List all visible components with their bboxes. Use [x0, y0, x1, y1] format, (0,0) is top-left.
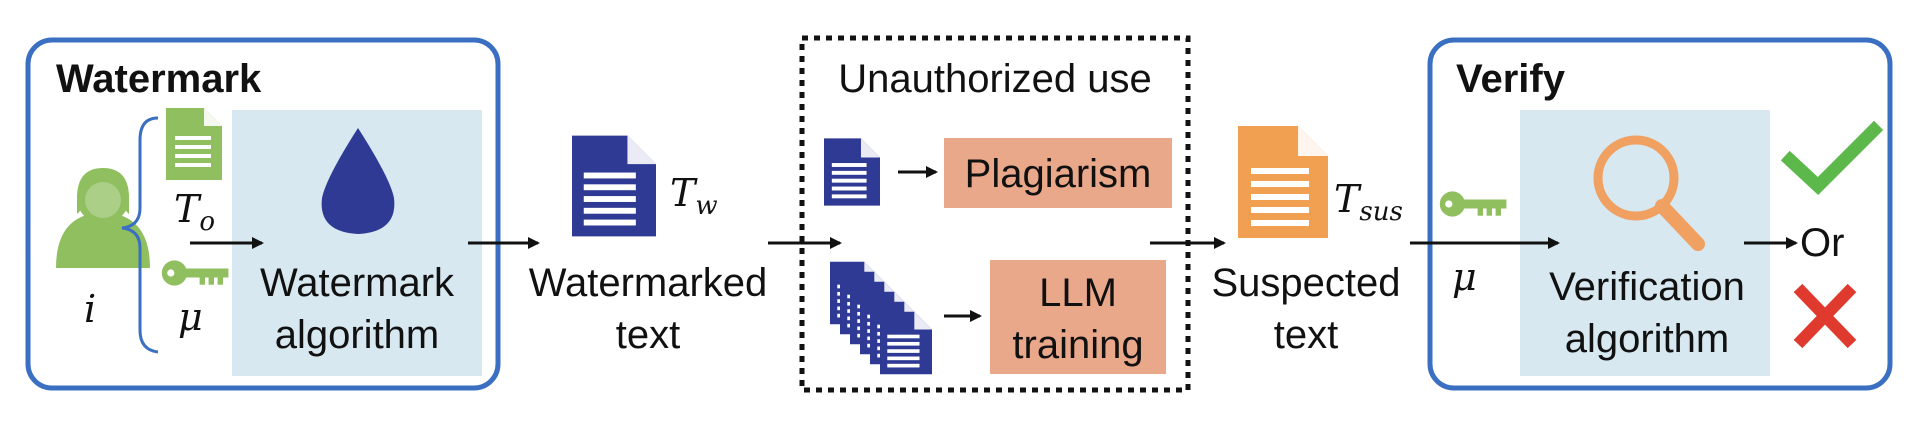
suspected-text-label-line1: Suspected: [1211, 261, 1400, 305]
watermark-algorithm-label-line2: algorithm: [275, 313, 440, 357]
watermark-panel: Watermark i To μ Watermark a: [25, 37, 501, 391]
watermark-panel-border: [25, 37, 501, 391]
user-variable: i: [84, 287, 96, 331]
magnifier-icon: [1593, 135, 1705, 251]
verify-panel-border: [1427, 37, 1893, 391]
verify-key-icon: [1439, 191, 1507, 217]
verification-algorithm-label-line1: Verification: [1549, 265, 1745, 309]
verify-key-variable: μ: [1452, 255, 1477, 299]
suspected-text-label-line2: text: [1274, 313, 1338, 357]
plagiarism-label: Plagiarism: [965, 152, 1152, 196]
watermark-algorithm-label-line1: Watermark: [260, 261, 455, 305]
result-or-label: Or: [1800, 221, 1844, 265]
key-icon: [161, 260, 229, 286]
llm-training-label-box: [990, 260, 1166, 374]
watermarked-text-label-line2: text: [616, 313, 680, 357]
user-icon: [56, 168, 150, 268]
verify-panel: Verify μ Verification algorithm Or: [1410, 37, 1893, 391]
plagiarism-label-box: [944, 138, 1172, 208]
cross-icon: [1793, 283, 1857, 349]
watermarked-document-icon: [572, 135, 656, 237]
document-stack-icon: [830, 261, 932, 375]
key-variable: μ: [178, 295, 203, 339]
water-drop-icon: [321, 128, 395, 234]
llm-training-label-line2: training: [1012, 323, 1143, 367]
suspected-document-icon: [1238, 126, 1328, 238]
watermarked-text-node: Tw Watermarked text: [529, 135, 768, 357]
check-icon: [1780, 120, 1884, 196]
unauthorized-use-title: Unauthorized use: [838, 57, 1152, 101]
original-text-document-icon: [166, 108, 222, 180]
llm-training-label-line1: LLM: [1039, 271, 1117, 315]
original-text-variable: To: [174, 187, 215, 237]
suspected-text-variable: Tsus: [1334, 177, 1403, 227]
input-brace: [121, 116, 159, 354]
watermarked-text-variable: Tw: [670, 171, 718, 221]
watermarked-text-label-line1: Watermarked: [529, 261, 768, 305]
suspected-text-node: Tsus Suspected text: [1211, 126, 1403, 357]
verify-panel-title: Verify: [1456, 57, 1566, 101]
unauthorized-use-panel: Unauthorized use Plagiarism LLM training: [799, 35, 1191, 393]
plagiarism-document-icon: [824, 138, 880, 206]
unauthorized-use-border: [799, 35, 1191, 393]
verification-algorithm-box: [1520, 110, 1770, 376]
verification-algorithm-label-line2: algorithm: [1565, 317, 1730, 361]
watermark-panel-title: Watermark: [56, 57, 262, 101]
